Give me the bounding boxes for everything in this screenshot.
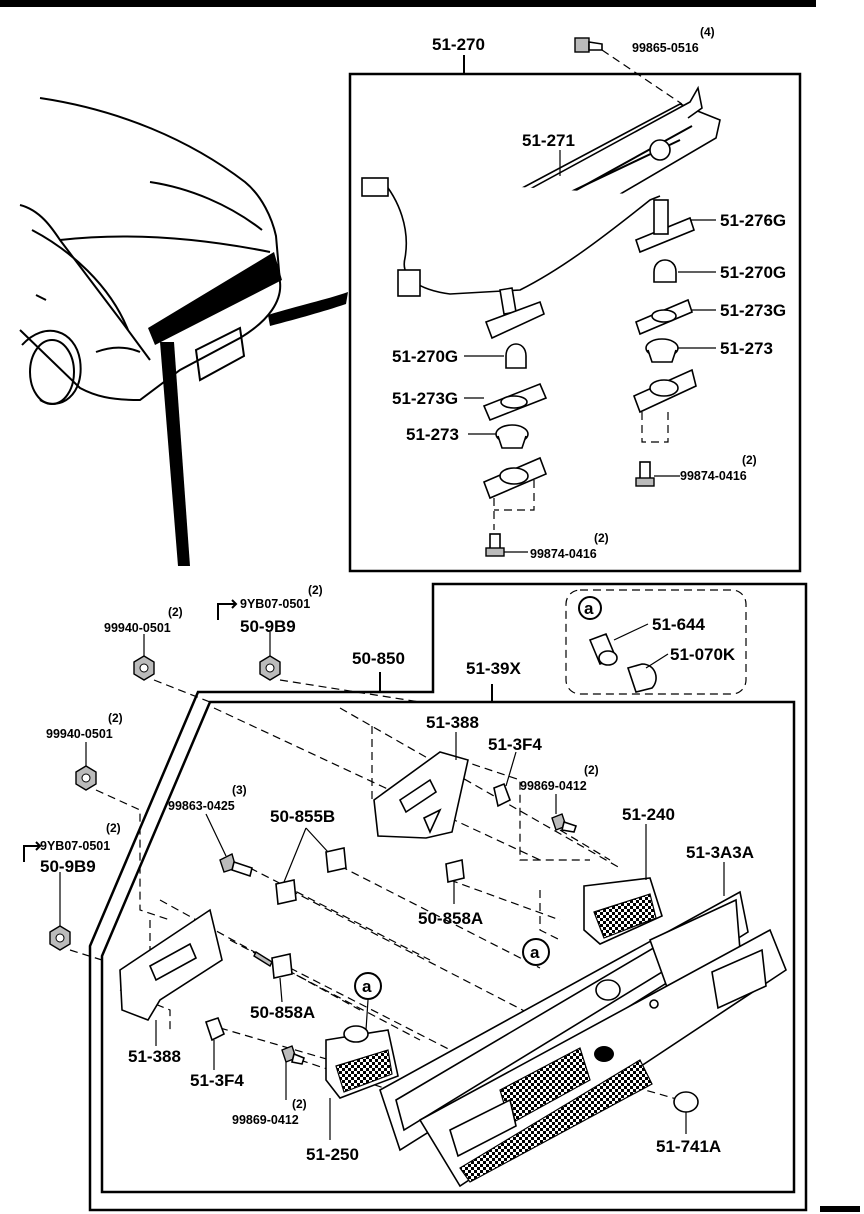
lamp-240-drawing (583, 877, 663, 945)
label-51-240: 51-240 (622, 805, 675, 824)
nut-9yb-mid-drawing (49, 925, 71, 951)
gasket-right-drawing (635, 298, 693, 336)
nut-mid-left-drawing (75, 765, 97, 791)
label-51-250: 51-250 (306, 1145, 359, 1164)
bulb-socket-drawing (588, 632, 618, 666)
car-rear-sketch (19, 97, 348, 566)
label-9yb07-0501-top: 9YB07-0501 (240, 597, 310, 611)
corner-mark (820, 1206, 860, 1212)
screw-bottom-drawing (485, 533, 505, 557)
label-50-9b9-top: 50-9B9 (240, 617, 296, 636)
label-51-273-right: 51-273 (720, 339, 773, 358)
clip-855b-drawing (275, 847, 347, 905)
qty-nut-mid-left: (2) (108, 711, 123, 725)
clip-3f4-top-drawing (493, 782, 512, 808)
label-50-858a-mid: 50-858A (418, 909, 483, 928)
label-51-3f4-left: 51-3F4 (190, 1071, 244, 1090)
nut-top-left-drawing (133, 655, 155, 681)
label-99865-0516: 99865-0516 (632, 41, 699, 55)
label-detail-a: a (584, 599, 594, 618)
qty-nut-top-left: (2) (168, 605, 183, 619)
label-51-270g-right: 51-270G (720, 263, 786, 282)
label-51-270g-left: 51-270G (392, 347, 458, 366)
bulb-070k-drawing (626, 663, 657, 693)
qty-screw-bottom: (2) (594, 531, 609, 545)
label-51-276g: 51-276G (720, 211, 786, 230)
qty-screw-right: (2) (742, 453, 757, 467)
label-callout-a-left: a (362, 977, 372, 996)
socket-left-drawing (495, 424, 529, 449)
screw-0425-drawing (219, 852, 253, 878)
label-51-3f4-top: 51-3F4 (488, 735, 542, 754)
gasket-left-drawing (482, 382, 548, 422)
label-50-850: 50-850 (352, 649, 405, 668)
label-9yb07-0501-mid: 9YB07-0501 (40, 839, 110, 853)
detail-box-a (565, 589, 747, 695)
label-99863-0425: 99863-0425 (168, 799, 235, 813)
label-99869-0412-top: 99869-0412 (520, 779, 587, 793)
cap-741a-drawing (673, 1091, 699, 1113)
top-assembly-box (348, 72, 802, 573)
qty-9yb-top: (2) (308, 583, 323, 597)
label-99940-0501-top: 99940-0501 (104, 621, 171, 635)
lamp-250-drawing (325, 1025, 399, 1099)
housing-left-drawing (482, 456, 548, 500)
bulb-right-drawing (653, 259, 677, 283)
screw-right-drawing (635, 461, 655, 487)
socket-276g-drawing (635, 199, 695, 254)
text-labels: 51-270 (4) 99865-0516 51-271 51-276G 51-… (40, 25, 786, 1164)
label-51-273g-right: 51-273G (720, 301, 786, 320)
callout-a-left-circle (354, 972, 382, 1000)
screw-0412-left-drawing (281, 1045, 305, 1065)
label-99869-0412-left: 99869-0412 (232, 1113, 299, 1127)
qty-screw-top: (4) (700, 25, 715, 39)
label-51-644: 51-644 (652, 615, 705, 634)
label-51-271: 51-271 (522, 131, 575, 150)
label-51-388-left: 51-388 (128, 1047, 181, 1066)
qty-9yb-mid: (2) (106, 821, 121, 835)
detail-a-circle (578, 596, 602, 620)
qty-0412-left: (2) (292, 1097, 307, 1111)
qty-0412-top: (2) (584, 763, 599, 777)
label-51-070k: 51-070K (670, 645, 736, 664)
label-51-39x: 51-39X (466, 659, 521, 678)
bracket-388-left-drawing (119, 908, 223, 1021)
bracket-51-271-drawing (361, 85, 721, 340)
lamp-box-51-39x (100, 700, 796, 1194)
leaders-top-box (464, 150, 716, 553)
label-51-388-top: 51-388 (426, 713, 479, 732)
leaders-bottom (59, 632, 725, 1140)
label-50-855b: 50-855B (270, 807, 335, 826)
callout-a-mid-circle (522, 938, 550, 966)
housing-right-drawing (632, 368, 697, 414)
label-51-3a3a: 51-3A3A (686, 843, 754, 862)
clip-858a-left-drawing (253, 950, 293, 979)
socket-right-drawing (645, 338, 679, 363)
nut-9yb-top-drawing (259, 655, 281, 681)
bracket-388-top-drawing (373, 751, 469, 839)
label-51-270: 51-270 (432, 35, 485, 54)
label-50-858a-left: 50-858A (250, 1003, 315, 1022)
frame-3a3a-drawing (379, 890, 749, 1152)
bulb-left-drawing (505, 343, 527, 369)
label-51-273g-left: 51-273G (392, 389, 458, 408)
label-99874-0416-bottom: 99874-0416 (530, 547, 597, 561)
qty-0425: (3) (232, 783, 247, 797)
label-99874-0416-right: 99874-0416 (680, 469, 747, 483)
screw-top-drawing (574, 37, 603, 53)
label-51-273-left: 51-273 (406, 425, 459, 444)
clip-3f4-left-drawing (204, 1016, 226, 1042)
clip-858a-mid-drawing (445, 859, 465, 883)
top-rule (0, 0, 816, 7)
label-callout-a-mid: a (530, 943, 540, 962)
lamp-body-drawing (418, 928, 787, 1188)
label-50-9b9-mid: 50-9B9 (40, 857, 96, 876)
label-51-741a: 51-741A (656, 1137, 721, 1156)
garnish-box-50-850 (88, 582, 808, 1212)
screw-0412-top-drawing (551, 813, 578, 833)
label-99940-0501-mid: 99940-0501 (46, 727, 113, 741)
